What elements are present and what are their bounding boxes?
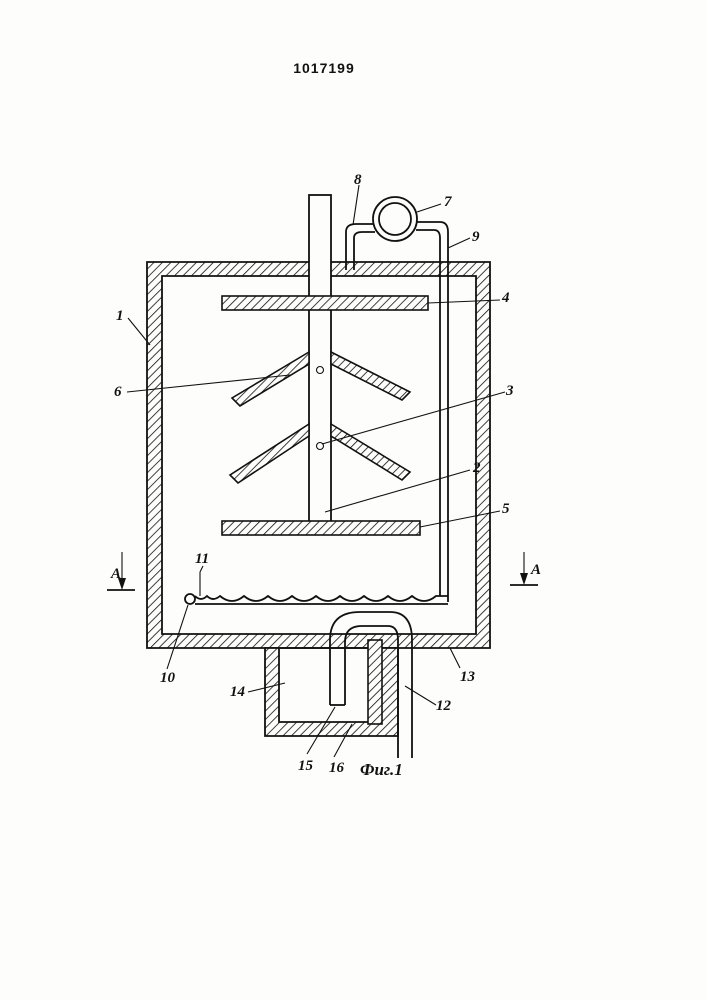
sump (265, 640, 398, 736)
top-disc (222, 296, 428, 310)
pipe-9 (416, 222, 448, 602)
label-6: 6 (114, 384, 122, 400)
section-label-left: A (110, 566, 121, 582)
label-14: 14 (230, 684, 246, 700)
bottom-disc (222, 521, 420, 535)
figure-caption: Фиг.1 (360, 760, 403, 779)
label-4: 4 (501, 290, 510, 306)
section-label-right: A (530, 562, 541, 578)
label-12: 12 (436, 698, 452, 714)
label-10: 10 (160, 670, 176, 686)
label-13: 13 (460, 669, 476, 685)
label-2: 2 (472, 460, 481, 476)
partition-16 (368, 640, 382, 724)
label-3: 3 (505, 383, 514, 399)
pump (373, 197, 417, 241)
label-15: 15 (298, 758, 314, 774)
distribution-pipe (185, 572, 448, 604)
section-mark-right: A (510, 552, 541, 585)
label-16: 16 (329, 760, 345, 776)
shaft (309, 195, 331, 525)
label-1: 1 (116, 308, 124, 324)
label-7: 7 (444, 194, 452, 210)
section-mark-left: A (107, 552, 135, 590)
label-8: 8 (354, 172, 362, 188)
patent-number: 1017199 (293, 60, 355, 76)
label-11: 11 (195, 551, 209, 567)
label-5: 5 (502, 501, 510, 517)
label-9: 9 (472, 229, 480, 245)
